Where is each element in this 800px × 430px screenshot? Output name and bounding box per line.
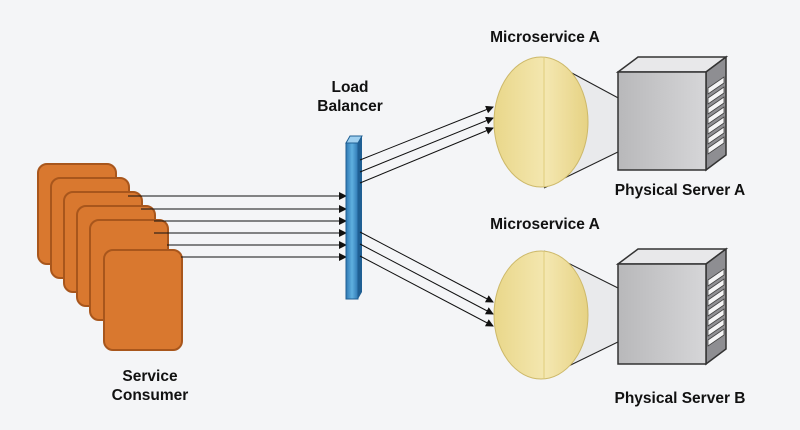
microservice-bottom-label: Microservice A xyxy=(490,216,600,233)
load-balancer-label: Load Balancer xyxy=(300,78,400,116)
consumer-card xyxy=(103,249,183,351)
route-arrow xyxy=(359,116,494,173)
microservice-top xyxy=(493,56,623,189)
route-arrow xyxy=(359,126,494,184)
microservice-ellipse xyxy=(493,56,589,188)
consumer-label-line2: Consumer xyxy=(111,387,189,404)
microservice-bottom xyxy=(493,250,623,380)
balancer-to-microservice-bottom-arrows xyxy=(359,231,494,327)
consumer-label-line1: Service xyxy=(122,368,178,385)
load-balancer-bar xyxy=(345,135,363,300)
microservice-top-label: Microservice A xyxy=(490,29,600,46)
route-arrow xyxy=(359,243,494,315)
microservice-ellipse xyxy=(493,250,589,380)
balancer-to-microservice-top-arrows xyxy=(359,105,494,184)
lb-label-line2: Balancer xyxy=(317,98,383,115)
route-arrow xyxy=(359,255,494,327)
consumer-stack-icon xyxy=(37,163,183,351)
consumer-to-balancer-arrows xyxy=(128,192,347,261)
physical-server-a-label: Physical Server A xyxy=(614,182,746,199)
lb-label-line1: Load xyxy=(331,79,369,96)
route-arrow xyxy=(359,105,494,161)
physical-server-b-label: Physical Server B xyxy=(614,390,746,407)
server-rack-icon xyxy=(615,55,729,172)
server-rack-icon xyxy=(615,247,729,366)
route-arrow xyxy=(359,231,494,303)
service-consumer-label: Service Consumer xyxy=(90,367,210,405)
